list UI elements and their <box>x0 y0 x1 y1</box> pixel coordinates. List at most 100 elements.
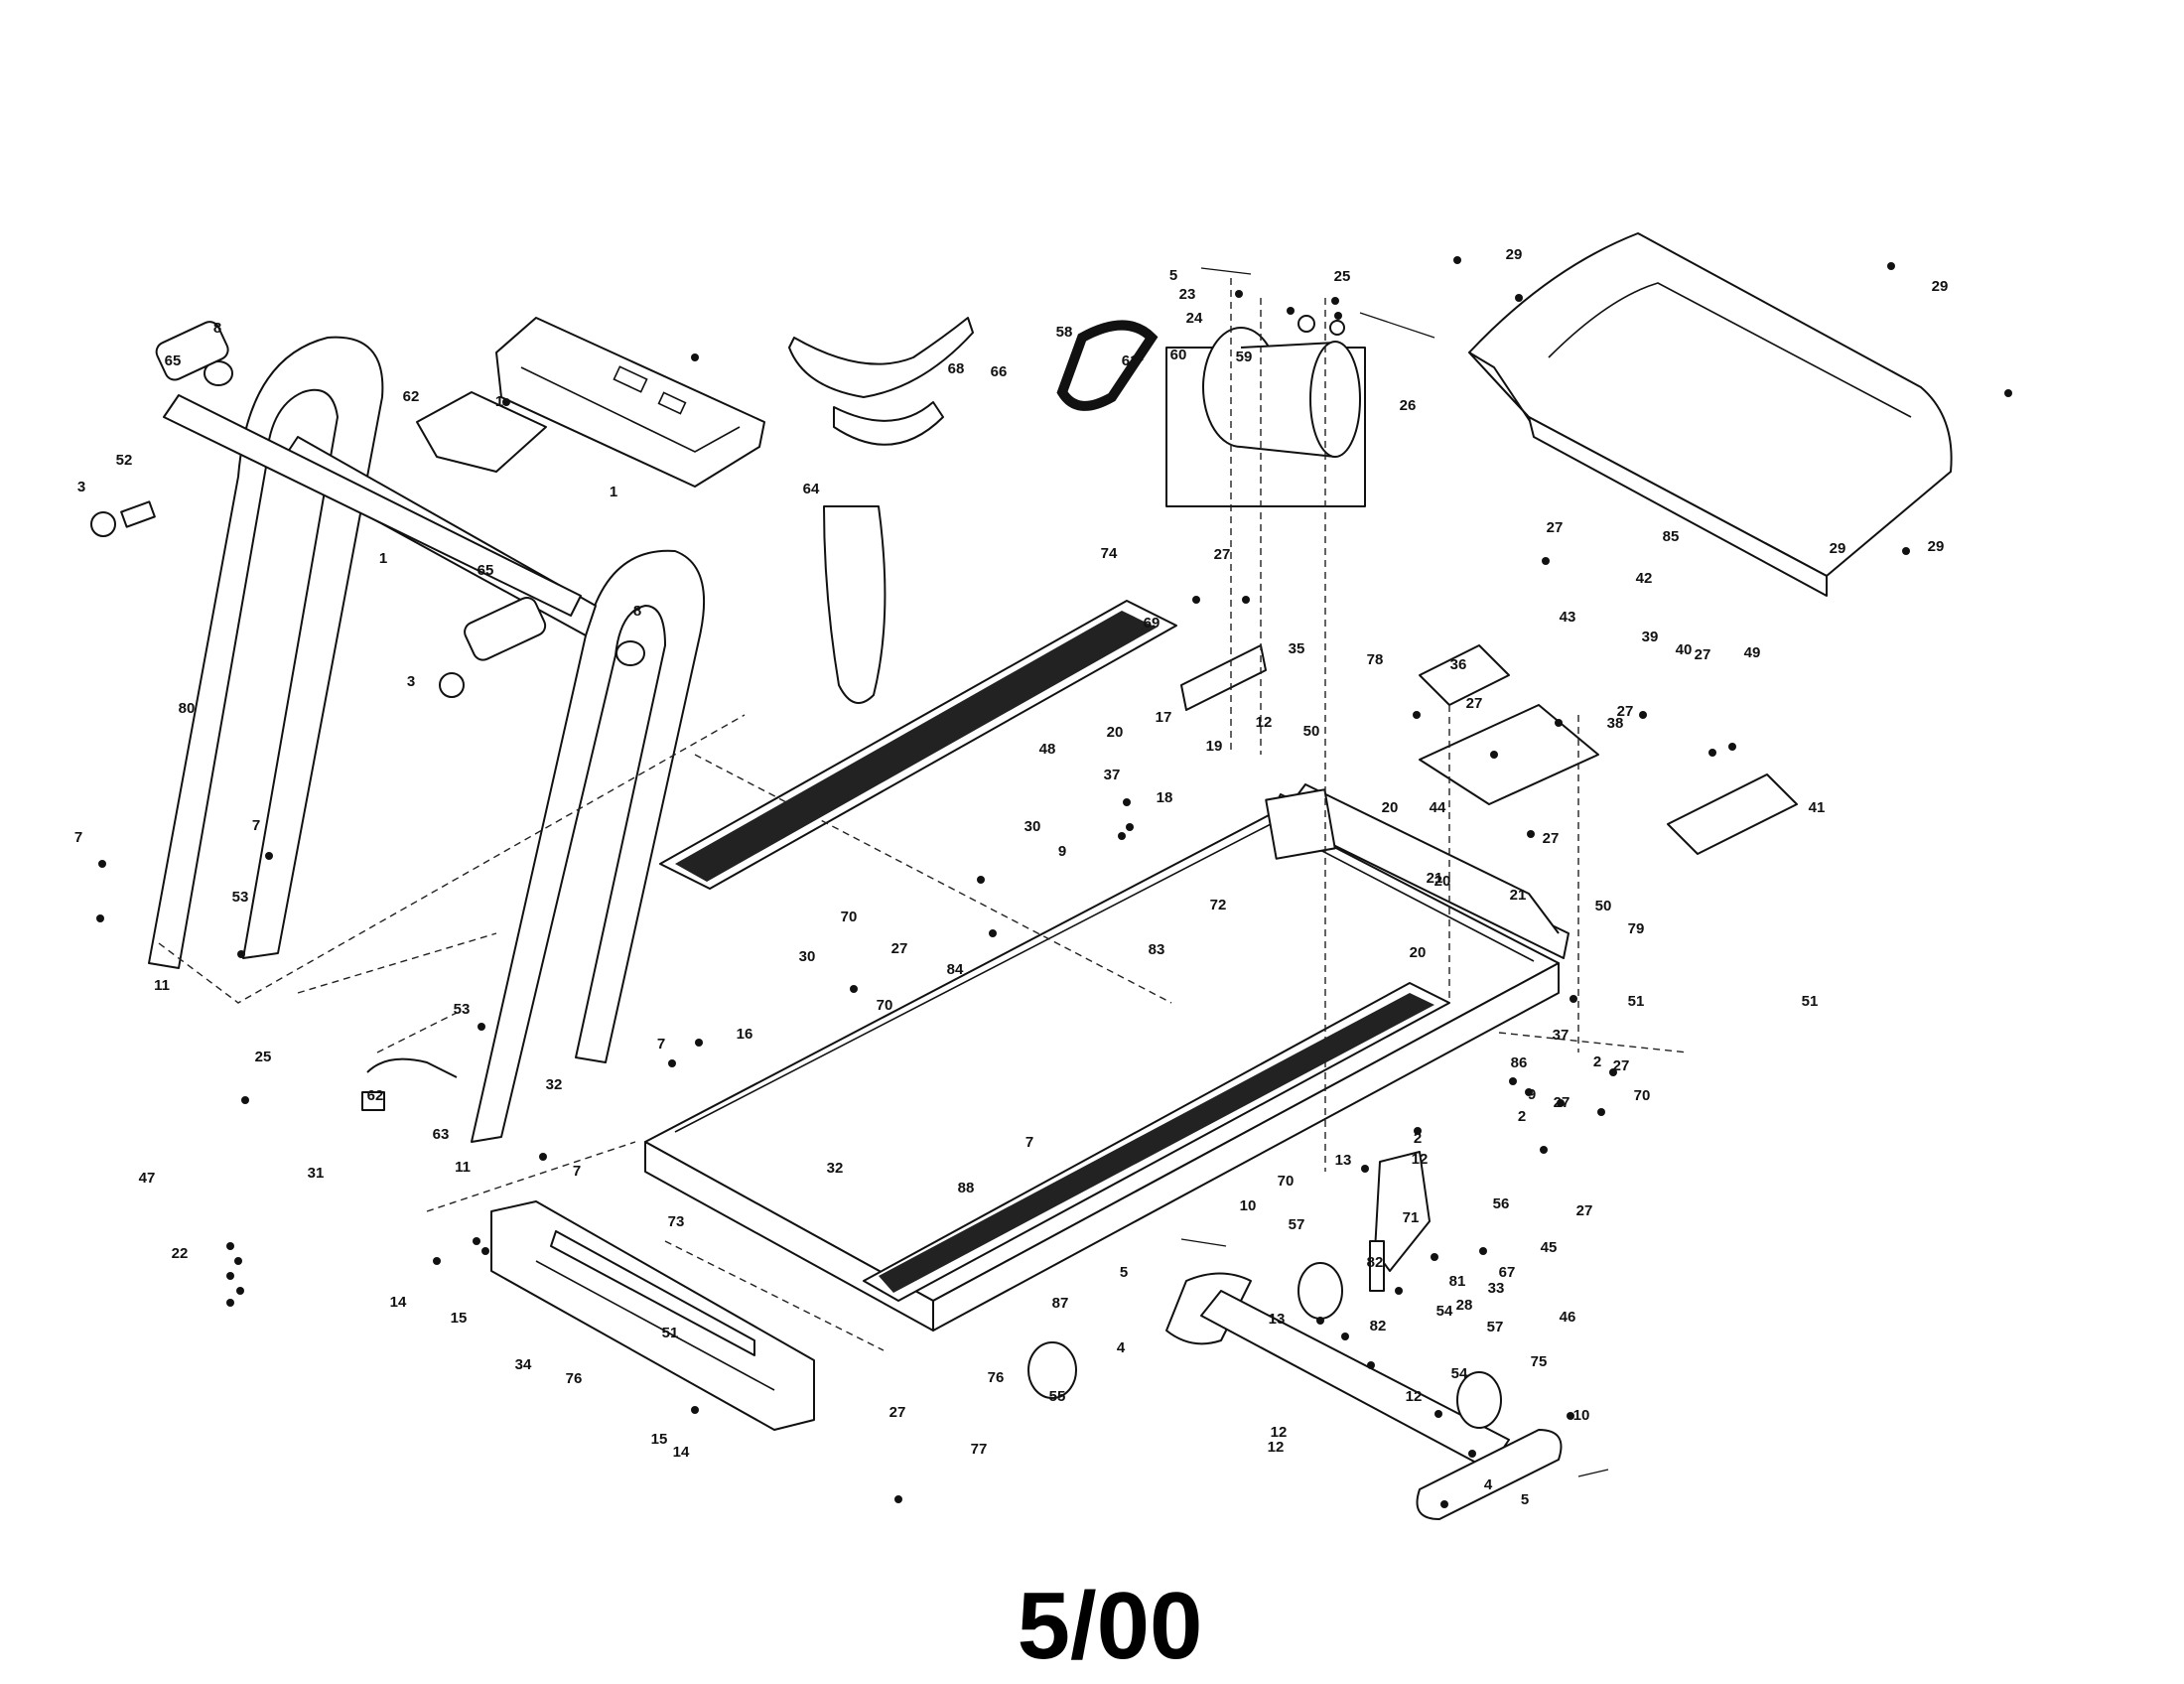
part-number-label: 29 <box>1932 278 1949 295</box>
part-number-label: 42 <box>1636 570 1653 587</box>
part-number-label: 86 <box>1511 1054 1528 1071</box>
part-number-label: 27 <box>1554 1094 1570 1111</box>
fastener-pin <box>1334 312 1342 320</box>
part-number-label: 27 <box>1576 1202 1593 1219</box>
fastener-pin <box>1527 830 1535 838</box>
part-number-label: 27 <box>1695 646 1711 663</box>
part-number-label: 7 <box>252 817 260 834</box>
fastener-pin <box>695 1039 703 1047</box>
part-number-label: 79 <box>1628 920 1645 937</box>
part-number-label: 57 <box>1487 1319 1504 1335</box>
part-number-label: 38 <box>1607 715 1624 732</box>
fastener-pin <box>1509 1077 1517 1085</box>
fastener-pin <box>1515 294 1523 302</box>
part-number-label: 12 <box>1256 714 1273 731</box>
part-number-label: 29 <box>1928 538 1945 555</box>
part-number-label: 82 <box>1370 1318 1387 1334</box>
part-number-label: 85 <box>1663 528 1680 545</box>
part-number-label: 30 <box>799 948 816 965</box>
part-number-label: 2 <box>1593 1053 1601 1070</box>
part-number-label: 25 <box>255 1049 272 1065</box>
fastener-pin <box>265 852 273 860</box>
part-number-label: 46 <box>1560 1309 1576 1326</box>
part-number-label: 88 <box>958 1180 975 1196</box>
fastener-pin <box>977 876 985 884</box>
part-number-label: 36 <box>1450 656 1467 673</box>
part-number-label: 51 <box>1628 993 1645 1010</box>
fastener-pin <box>1192 596 1200 604</box>
lift-frame <box>1165 1262 1563 1520</box>
part-number-label: 78 <box>1367 651 1384 668</box>
fastener-pin <box>1597 1108 1605 1116</box>
part-number-label: 4 <box>1484 1476 1493 1493</box>
fastener-pin <box>1542 557 1550 565</box>
part-number-label: 27 <box>891 940 908 957</box>
part-number-label: 20 <box>1434 873 1451 890</box>
part-number-label: 68 <box>948 360 965 377</box>
part-number-label: 32 <box>546 1076 563 1093</box>
part-number-label: 45 <box>1541 1239 1558 1256</box>
fastener-pin <box>226 1299 234 1307</box>
part-number-label: 11 <box>154 977 170 994</box>
fastener-pin <box>1440 1500 1448 1508</box>
fastener-pin <box>1331 297 1339 305</box>
fastener-pin <box>226 1242 234 1250</box>
part-number-label: 9 <box>1058 843 1066 860</box>
part-number-label: 2 <box>1414 1130 1422 1147</box>
motor-shield <box>1180 644 1267 711</box>
part-number-label: 10 <box>1240 1197 1257 1214</box>
fastener-pin <box>473 1237 480 1245</box>
part-number-label: 70 <box>877 997 893 1014</box>
fastener-pin <box>1395 1287 1403 1295</box>
part-number-label: 31 <box>308 1165 325 1182</box>
fastener-pin <box>1413 711 1421 719</box>
part-number-label: 50 <box>1303 723 1320 740</box>
part-number-label: 21 <box>1510 887 1527 904</box>
part-number-label: 50 <box>1595 898 1612 914</box>
part-number-label: 27 <box>1613 1057 1630 1074</box>
part-number-label: 29 <box>1830 540 1846 557</box>
part-number-label: 47 <box>139 1170 156 1187</box>
part-number-label: 59 <box>1236 349 1253 365</box>
part-number-label: 60 <box>1170 347 1187 363</box>
part-number-label: 29 <box>1506 246 1523 263</box>
fastener-pin <box>1367 1361 1375 1369</box>
fastener-pin <box>1555 719 1563 727</box>
side-rails <box>659 600 1450 1302</box>
part-number-label: 7 <box>74 829 82 846</box>
upper-brackets <box>788 317 974 704</box>
part-number-label: 37 <box>1553 1027 1570 1044</box>
fastener-pin <box>1557 1099 1565 1107</box>
part-number-label: 22 <box>172 1245 189 1262</box>
part-number-label: 70 <box>1278 1173 1295 1190</box>
part-number-label: 9 <box>1528 1086 1536 1103</box>
part-number-label: 72 <box>1210 897 1227 913</box>
part-number-label: 1 <box>495 393 503 410</box>
rear-base <box>490 1200 815 1431</box>
part-number-label: 37 <box>1104 767 1121 783</box>
part-number-label: 16 <box>737 1026 753 1043</box>
part-number-label: 87 <box>1052 1295 1069 1312</box>
part-number-label: 1 <box>610 484 617 500</box>
part-number-label: 53 <box>454 1001 471 1018</box>
fastener-pin <box>989 929 997 937</box>
fastener-pin <box>433 1257 441 1265</box>
part-number-label: 43 <box>1560 609 1576 626</box>
part-number-label: 17 <box>1156 709 1172 726</box>
roller <box>1027 1341 1077 1399</box>
part-number-label: 14 <box>673 1444 690 1461</box>
fastener-pin <box>481 1247 489 1255</box>
part-number-label: 7 <box>657 1036 665 1052</box>
part-number-label: 27 <box>1466 695 1483 712</box>
part-number-label: 18 <box>1157 789 1173 806</box>
part-number-label: 82 <box>1367 1254 1384 1271</box>
part-number-label: 28 <box>1456 1297 1473 1314</box>
part-number-label: 62 <box>367 1087 384 1104</box>
fastener-pin <box>1287 307 1295 315</box>
part-number-label: 5 <box>1120 1264 1128 1281</box>
fastener-pin <box>1118 832 1126 840</box>
part-number-label: 61* <box>1122 352 1145 369</box>
part-number-label: 65 <box>478 562 494 579</box>
part-number-label: 5 <box>1169 267 1177 284</box>
